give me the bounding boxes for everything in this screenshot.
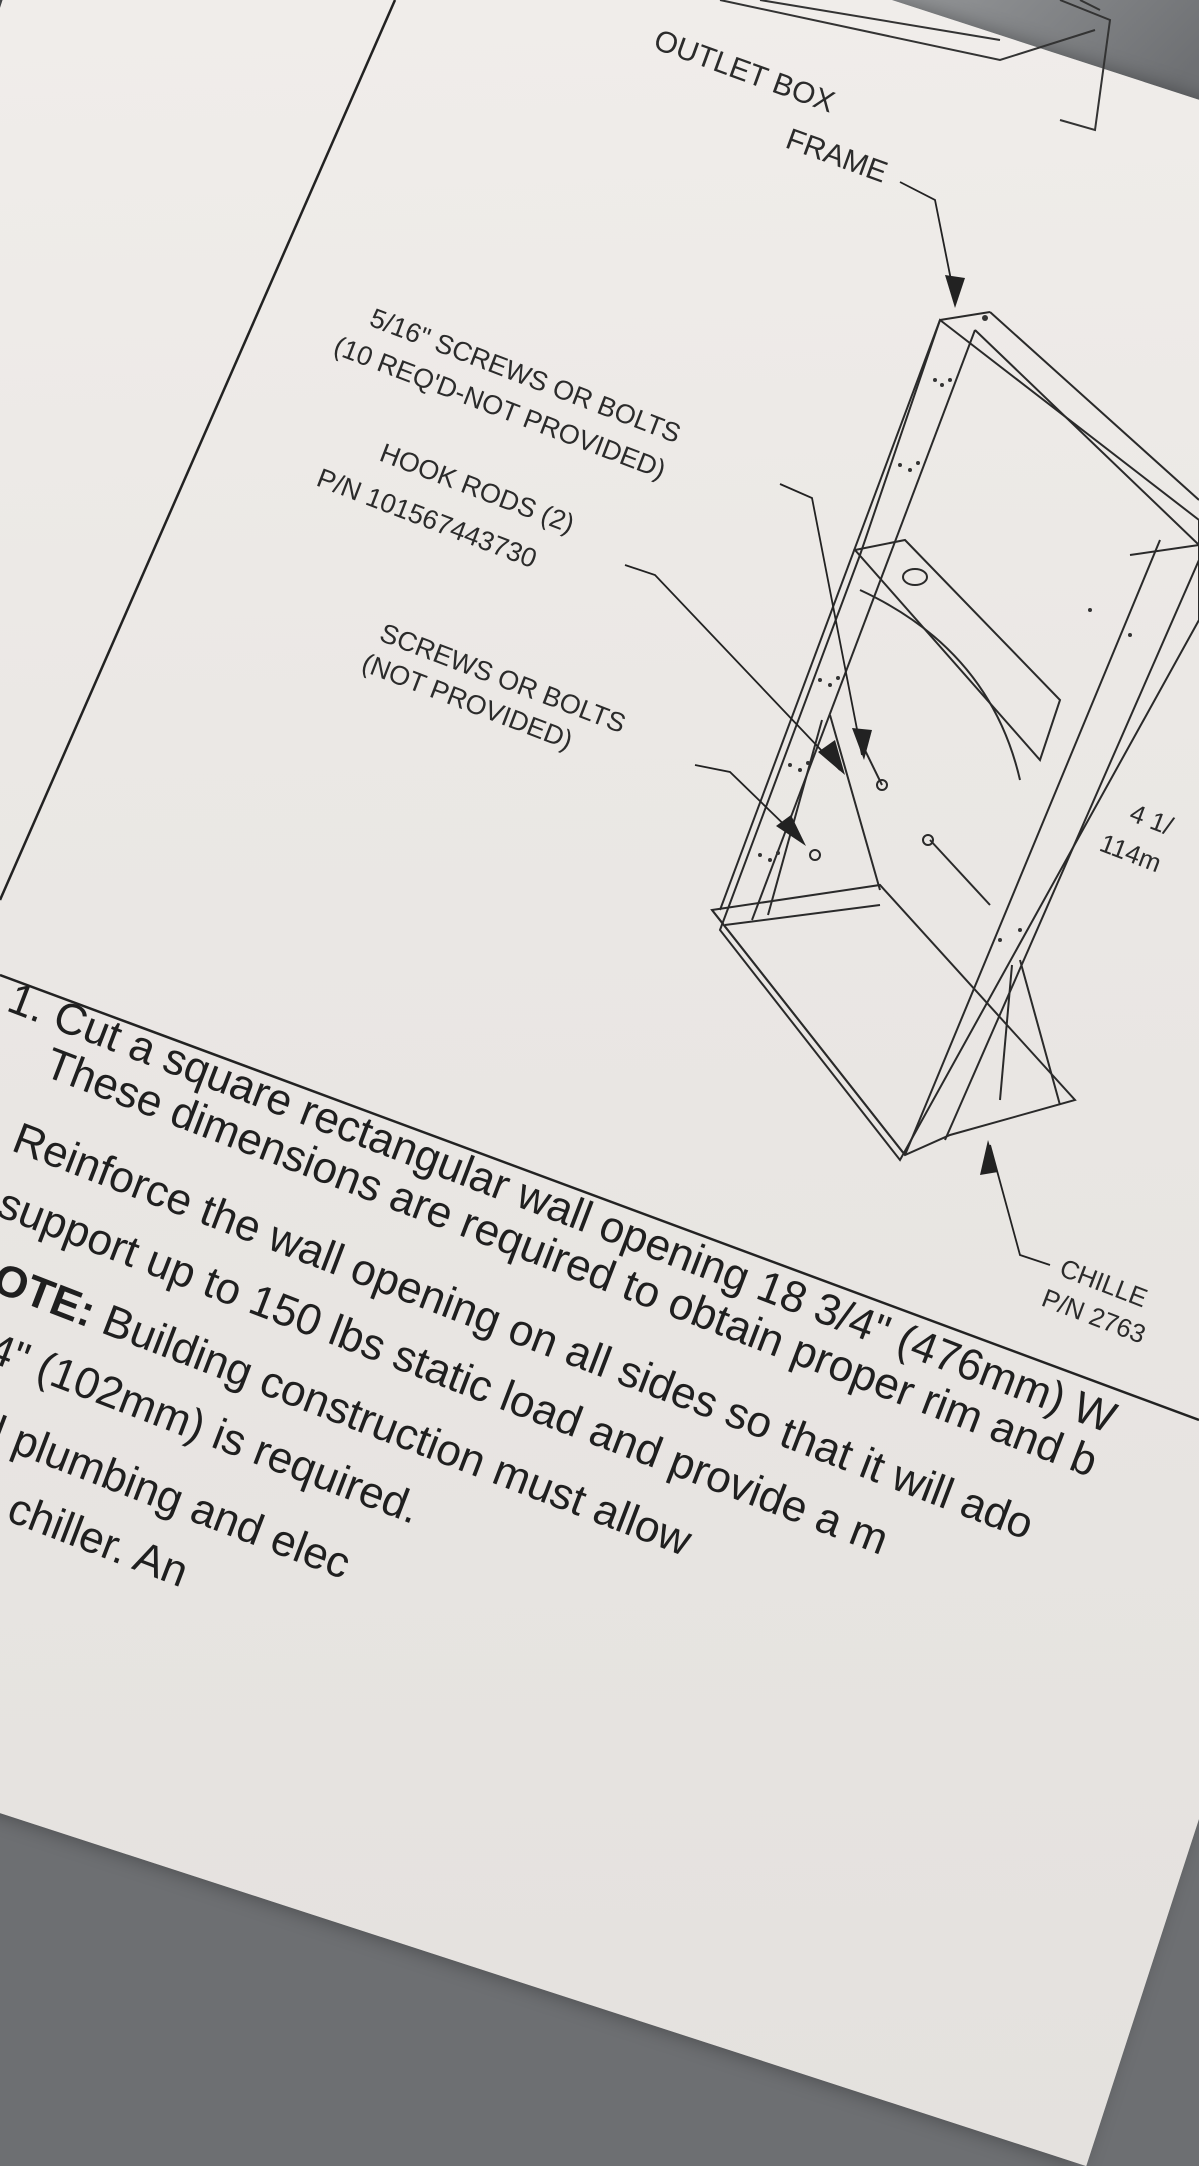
diagram-border-bottom [0, 973, 1199, 1422]
diagram-border-left [0, 0, 397, 901]
installation-diagram: OUTLET BOX FRAME 5/16" SCREWS OR BOLTS (… [0, 0, 1199, 1597]
leader-arrowheads [776, 275, 998, 1175]
note-label: OTE: [0, 1254, 102, 1337]
label-dimension-inches: 4 1/ [1126, 798, 1178, 842]
outlet-box-drawing [719, 0, 1112, 132]
label-frame: FRAME [782, 123, 892, 190]
label-outlet-box: OUTLET BOX [650, 24, 839, 120]
installation-instructions: 1. Cut a square rectangular wall opening… [0, 974, 1123, 1597]
frame-holes [758, 315, 1132, 942]
leader-lines [624, 181, 1051, 1266]
frame-drawing [710, 311, 1199, 1162]
